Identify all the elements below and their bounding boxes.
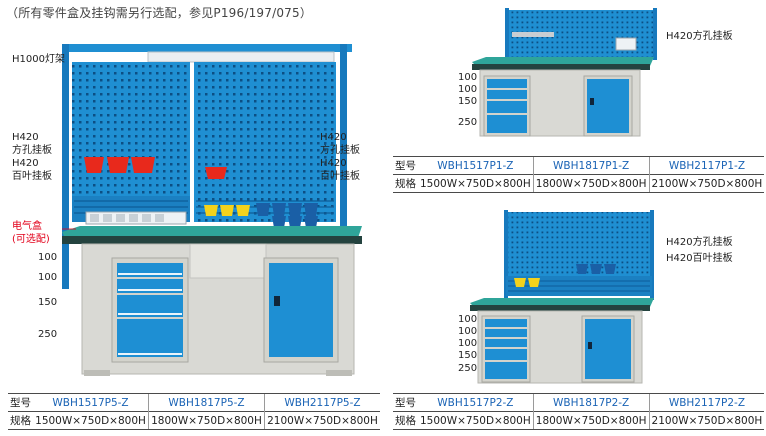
left-board-label-line: 方孔挂板 (12, 145, 52, 156)
right-board-label-line: H420 (320, 132, 347, 143)
model-cell: WBH1517P1-Z (418, 156, 534, 175)
model-cell: WBH1517P2-Z (418, 393, 534, 412)
bottom-right-board-label: H420方孔挂板 H420百叶挂板 (666, 236, 733, 265)
table-row: 型号 WBH1517P1-Z WBH1817P1-Z WBH2117P1-Z (393, 156, 765, 175)
left-spec-table: 型号 WBH1517P5-Z WBH1817P5-Z WBH2117P5-Z 规… (8, 393, 380, 430)
left-board-label-line: 百叶挂板 (12, 171, 52, 182)
model-header: 型号 (393, 393, 418, 412)
model-cell: WBH1817P5-Z (148, 393, 265, 412)
model-cell: WBH1517P5-Z (33, 393, 149, 412)
drawer-height: 150 (458, 96, 478, 107)
bottom-right-board-label-line: H420百叶挂板 (666, 253, 733, 264)
right-board-label-line: H420 (320, 158, 347, 169)
right-board-label: H420 方孔挂板 H420 百叶挂板 (320, 131, 360, 183)
left-board-label-line: H420 (12, 132, 39, 143)
electric-box-label-line: (可选配) (12, 234, 50, 245)
model-cell: WBH2117P5-Z (264, 393, 380, 412)
size-cell: 1500W×750D×800H (33, 411, 149, 430)
bottom-right-board-label-line: H420方孔挂板 (666, 237, 733, 248)
left-workbench (62, 44, 362, 376)
drawer-height: 100 (458, 314, 478, 325)
drawer-height: 150 (38, 297, 58, 308)
right-pegboard (194, 62, 336, 222)
spec-header: 规格 (8, 411, 34, 430)
electric-box-label: 电气盒 (可选配) (12, 220, 50, 246)
size-cell: 1800W×750D×800H (148, 411, 265, 430)
lamp-bar (62, 44, 352, 52)
table-row: 规格 1500W×750D×800H 1800W×750D×800H 2100W… (8, 411, 380, 430)
size-cell: 1800W×750D×800H (532, 411, 650, 430)
drawer-height: 100 (38, 272, 58, 283)
model-cell: WBH2117P1-Z (648, 156, 765, 175)
table-row: 规格 1500W×750D×800H 1800W×750D×800H 2100W… (393, 174, 765, 193)
lamp-fixture (147, 51, 335, 63)
left-board-label: H420 方孔挂板 H420 百叶挂板 (12, 131, 52, 183)
electric-box-label-line: 电气盒 (12, 221, 42, 232)
drawer-height: 100 (458, 326, 478, 337)
right-board-label-line: 百叶挂板 (320, 171, 360, 182)
drawer-height: 150 (458, 350, 478, 361)
model-cell: WBH1817P2-Z (532, 393, 650, 412)
selection-note: （所有零件盒及挂钩需另行选配，参见P196/197/075） (6, 6, 313, 20)
size-cell: 2100W×750D×800H (648, 411, 765, 430)
bottom-right-spec-table: 型号 WBH1517P2-Z WBH1817P2-Z WBH2117P2-Z 规… (393, 393, 765, 430)
left-pegboard (72, 62, 190, 222)
right-board-label-line: 方孔挂板 (320, 145, 360, 156)
size-cell: 1500W×750D×800H (418, 174, 534, 193)
size-cell: 2100W×750D×800H (648, 174, 765, 193)
top-right-board-label: H420方孔挂板 (666, 31, 733, 42)
table-row: 型号 WBH1517P5-Z WBH1817P5-Z WBH2117P5-Z (8, 393, 380, 412)
spec-header: 规格 (393, 174, 418, 193)
model-header: 型号 (393, 156, 418, 175)
size-cell: 1800W×750D×800H (532, 174, 650, 193)
drawer-height: 250 (458, 117, 478, 128)
bottom-right-workbench (470, 210, 654, 384)
drawer-height: 100 (38, 252, 58, 263)
spec-header: 规格 (393, 411, 418, 430)
model-header: 型号 (8, 393, 34, 412)
model-cell: WBH1817P1-Z (532, 156, 650, 175)
top-right-workbench (472, 8, 657, 137)
size-cell: 1500W×750D×800H (418, 411, 534, 430)
drawer-height: 250 (458, 363, 478, 374)
drawer-height: 100 (458, 84, 478, 95)
lamp-frame-label: H1000灯架 (12, 54, 65, 65)
table-row: 规格 1500W×750D×800H 1800W×750D×800H 2100W… (393, 411, 765, 430)
drawer-height: 100 (458, 72, 478, 83)
top-right-spec-table: 型号 WBH1517P1-Z WBH1817P1-Z WBH2117P1-Z 规… (393, 156, 765, 193)
size-cell: 2100W×750D×800H (264, 411, 380, 430)
left-board-label-line: H420 (12, 158, 39, 169)
drawer-height: 100 (458, 338, 478, 349)
drawer-height: 250 (38, 329, 58, 340)
model-cell: WBH2117P2-Z (648, 393, 765, 412)
table-row: 型号 WBH1517P2-Z WBH1817P2-Z WBH2117P2-Z (393, 393, 765, 412)
